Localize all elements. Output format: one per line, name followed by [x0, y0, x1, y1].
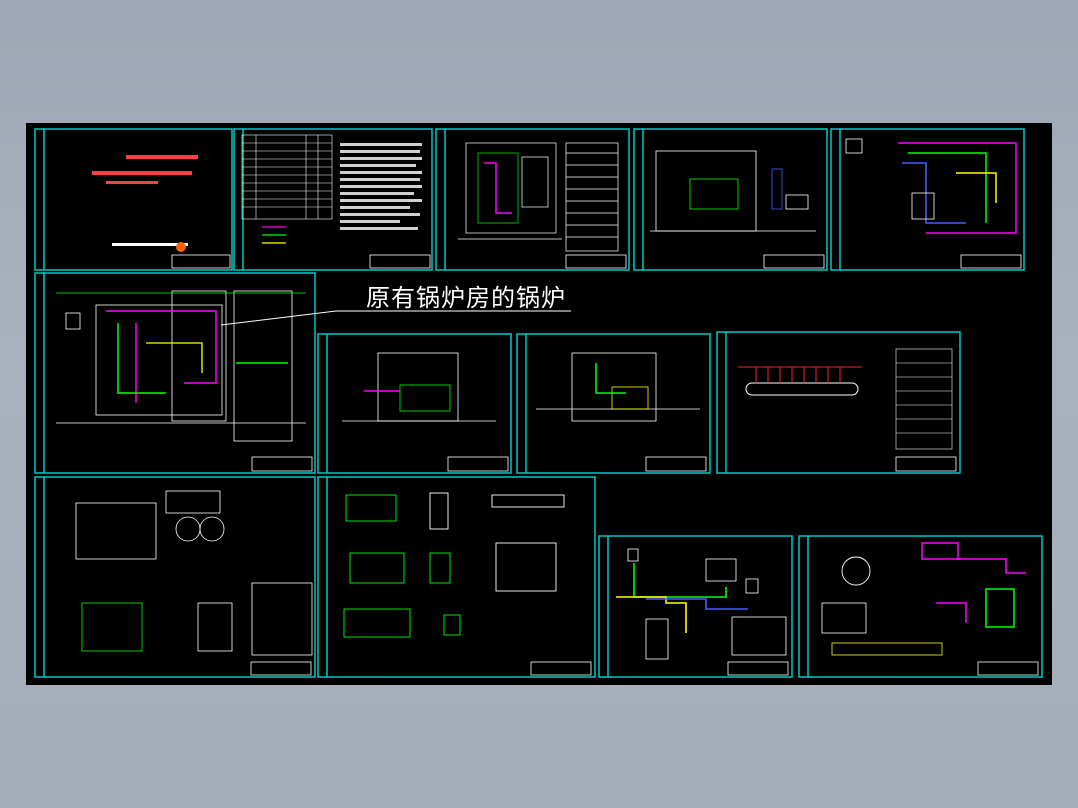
section-c-drawing	[536, 352, 700, 422]
sheet-section-b	[317, 333, 512, 474]
sheet-detail-a	[34, 476, 316, 678]
plan-b-drawing	[56, 290, 306, 442]
sheet-index	[233, 128, 433, 271]
sheet-detail-c	[798, 535, 1043, 678]
sheet-system-a	[830, 128, 1025, 271]
sheet-section-a	[633, 128, 828, 271]
sheet-pipe-route	[598, 535, 793, 678]
sheet-section-c	[516, 333, 711, 474]
cad-model-space[interactable]: 原有锅炉房的锅炉	[26, 123, 1052, 685]
index-notes	[340, 143, 422, 230]
detail-c-drawing	[821, 542, 1026, 656]
cover-text	[92, 155, 198, 252]
sheet-plan-a	[435, 128, 630, 271]
section-a-drawing	[650, 150, 816, 232]
pipe-route-drawing	[616, 548, 787, 660]
plan-a-drawing	[458, 142, 619, 252]
detail-b-drawing	[343, 492, 565, 638]
detail-a-drawing	[75, 490, 313, 656]
index-table	[241, 134, 333, 220]
sheet-cover	[34, 128, 233, 271]
sheet-plan-b	[34, 272, 316, 474]
cad-drawing	[34, 128, 1043, 678]
manifold-drawing	[738, 348, 953, 450]
system-a-drawing	[845, 138, 1017, 234]
callout-leader	[220, 310, 571, 326]
sheet-manifold	[716, 331, 961, 474]
section-b-drawing	[342, 352, 496, 422]
callout-label: 原有锅炉房的锅炉	[366, 284, 566, 312]
sheet-detail-b	[317, 476, 596, 678]
